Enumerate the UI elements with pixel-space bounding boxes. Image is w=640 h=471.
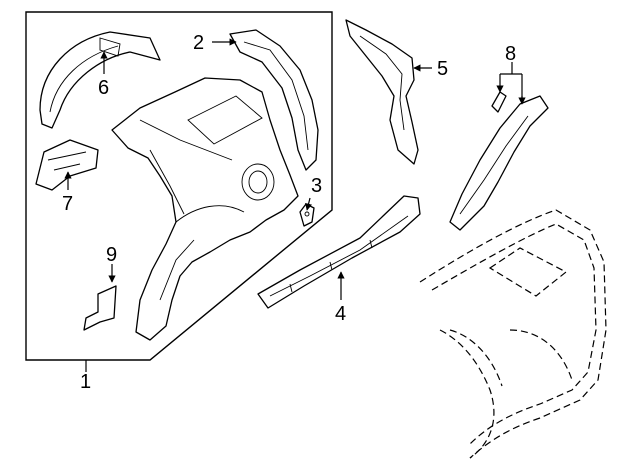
callout-4: 4 [335,303,346,325]
callout-3: 3 [311,175,322,197]
callout-6: 6 [98,77,109,99]
part-9-plate [83,285,117,331]
callout-2: 2 [193,32,204,54]
part-1-quarter-inner-panel [111,77,299,341]
callout-1: 1 [80,371,91,393]
body-side-reference-outline [419,209,607,459]
part-7-bracket [35,139,99,191]
callout-8: 8 [505,43,516,65]
leader-lines [64,38,526,372]
callout-5: 5 [437,58,448,80]
callout-9: 9 [106,244,117,266]
part-5-upper-reinforcement [345,19,419,165]
part-4-rail-extension [257,195,421,309]
part-6-wheelhouse-liner [39,31,161,129]
callout-7: 7 [62,193,73,215]
part-2-pillar-reinforcement [229,29,319,171]
assembly-frame [25,11,333,361]
part-8-d-pillar-inner [449,91,549,231]
part-3-clip [299,203,315,227]
